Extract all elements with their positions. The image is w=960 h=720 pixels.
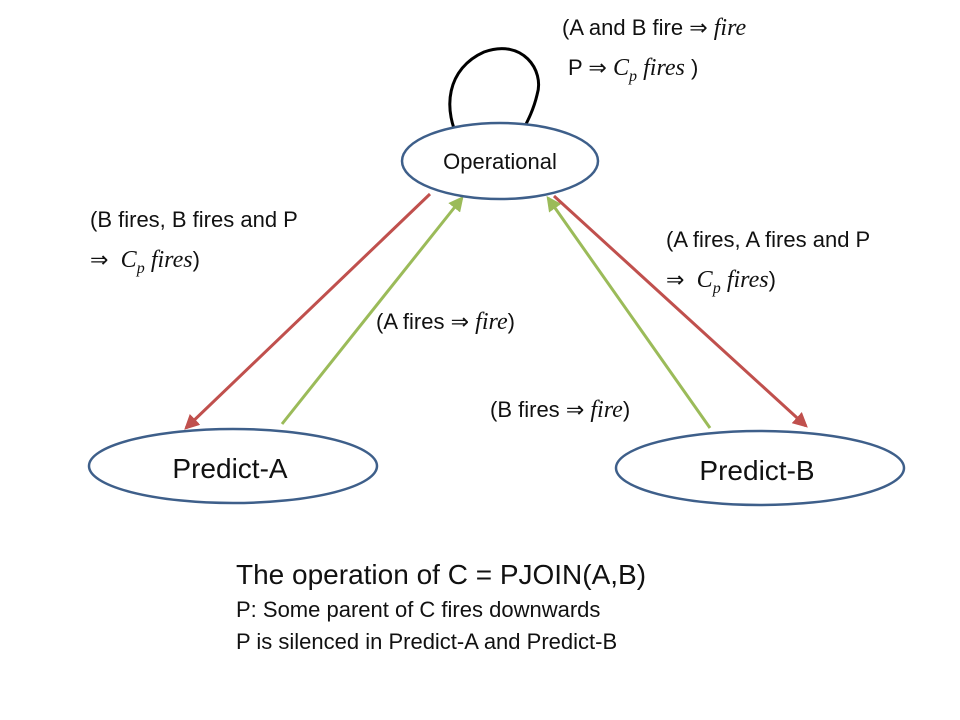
node-predict-a[interactable]: Predict-A (87, 427, 379, 505)
label-b-to-op-close: ) (622, 397, 631, 422)
caption: The operation of C = PJOIN(A,B) P: Some … (236, 556, 646, 658)
label-b-to-op-text: (B fires (490, 397, 560, 422)
edge-operational-to-predict-a (184, 192, 432, 430)
caption-title: The operation of C = PJOIN(A,B) (236, 559, 647, 590)
implies-symbol: ⇒ (565, 397, 585, 422)
edge-predict-a-to-operational (280, 196, 464, 425)
caption-line-2: P is silenced in Predict-A and Predict-B (236, 629, 618, 654)
label-predict-b-to-operational: (B fires ⇒ fire) (490, 390, 630, 430)
label-self-loop-close: ) (691, 55, 699, 80)
label-a-to-op-close: ) (507, 309, 515, 334)
label-op-to-a-line1: (B fires, B fires and P (90, 207, 298, 232)
label-predict-a-to-operational: (A fires ⇒ fire) (376, 302, 515, 342)
implies-symbol: ⇒ (689, 15, 708, 40)
implies-symbol: ⇒ (90, 247, 109, 272)
cp-symbol: Cp (612, 55, 637, 85)
caption-line-1: P: Some parent of C fires downwards (236, 597, 601, 622)
label-op-to-a-close: ) (192, 247, 200, 272)
label-operational-to-predict-a: (B fires, B fires and P ⇒ Cp fires) (90, 200, 298, 289)
label-self-loop-fire: fire (713, 15, 747, 41)
label-self-loop-fires: fires (643, 55, 685, 81)
cp-symbol: Cp (696, 267, 721, 297)
label-a-to-op-text: (A fires (376, 309, 445, 334)
label-op-to-b-close: ) (768, 267, 776, 292)
node-predict-b-label: Predict-B (699, 455, 814, 486)
label-op-to-a-fires: fires (150, 247, 193, 273)
label-op-to-b-line1: (A fires, A fires and P (666, 227, 871, 252)
implies-symbol: ⇒ (450, 309, 470, 334)
label-operational-to-predict-b: (A fires, A fires and P ⇒ Cp fires) (666, 220, 870, 309)
implies-symbol: ⇒ (588, 55, 607, 80)
label-a-to-op-fire: fire (475, 309, 508, 335)
label-op-to-b-fires: fires (726, 267, 769, 293)
node-predict-b[interactable]: Predict-B (614, 429, 906, 507)
label-self-loop-p: P (568, 55, 583, 80)
label-b-to-op-fire: fire (590, 397, 623, 423)
edge-operational-to-predict-b (552, 194, 808, 428)
cp-symbol: Cp (120, 247, 145, 277)
label-self-loop-text: (A and B fire (562, 15, 684, 40)
implies-symbol: ⇒ (666, 267, 685, 292)
edge-predict-b-to-operational (546, 195, 712, 429)
node-operational-label: Operational (443, 149, 557, 174)
self-loop-arrow (448, 47, 540, 147)
node-predict-a-label: Predict-A (172, 453, 287, 484)
label-self-loop: (A and B fire ⇒ fire P ⇒ Cp fires ) (562, 8, 746, 97)
node-operational[interactable]: Operational (400, 121, 600, 201)
